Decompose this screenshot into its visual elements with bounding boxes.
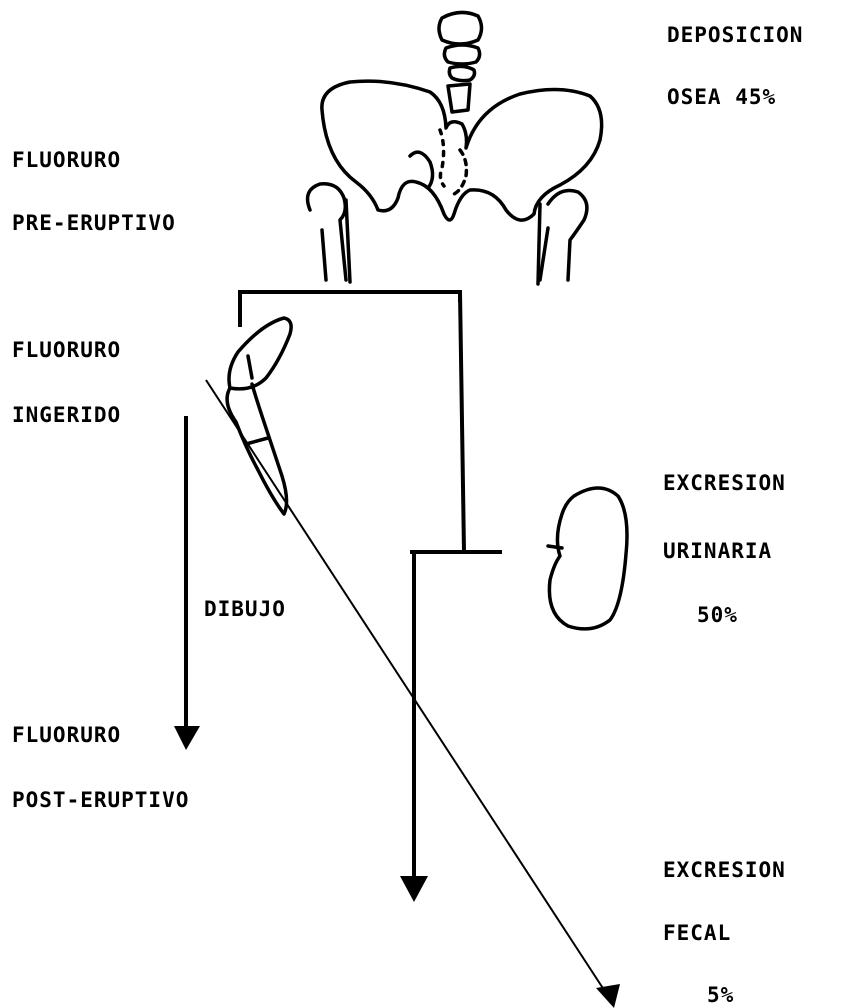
label-deposicion: DEPOSICION (667, 25, 803, 46)
pelvis-inner-right (454, 150, 466, 194)
right-femur (540, 191, 587, 281)
tooth-illustration (227, 318, 291, 514)
diagonal-arrowhead (596, 984, 620, 1008)
vertebra-1 (439, 12, 482, 44)
label-dibujo: DIBUJO (204, 599, 286, 620)
label-fluoruro-pre: FLUORURO (12, 150, 121, 171)
connector-lines (186, 292, 500, 880)
label-ingerido: INGERIDO (12, 405, 121, 426)
sacrum-detail (440, 130, 444, 186)
sacrum-top (448, 84, 470, 112)
fecal-arrowhead (400, 876, 428, 902)
arrowheads (174, 726, 620, 1008)
left-femur (308, 184, 346, 280)
diagonal-line (206, 380, 608, 996)
vertebra-3 (449, 66, 474, 80)
label-fluoruro-post: FLUORURO (12, 725, 121, 746)
label-post-eruptivo: POST-ERUPTIVO (12, 790, 189, 811)
label-fluoruro-ingerido: FLUORURO (12, 340, 121, 361)
post-eruptive-arrowhead (174, 726, 200, 750)
label-excresion-urinaria: EXCRESION (663, 473, 786, 494)
label-fecal: FECAL (663, 923, 731, 944)
label-5-percent: 5% (707, 985, 734, 1006)
vertebra-2 (444, 45, 479, 64)
label-pre-eruptivo: PRE-ERUPTIVO (12, 213, 176, 234)
label-urinaria: URINARIA (663, 541, 772, 562)
label-excresion-fecal: EXCRESION (663, 860, 786, 881)
label-osea-45: OSEA 45% (667, 87, 776, 108)
urinary-branch (460, 292, 464, 552)
bone-bracket (240, 292, 460, 325)
tooth-root (227, 384, 286, 514)
tooth-crown (229, 318, 291, 389)
tooth-root-line (246, 438, 268, 444)
kidney-illustration (548, 488, 627, 629)
tooth-crown-line (248, 356, 252, 378)
pelvis-illustration (308, 12, 602, 284)
label-50-percent: 50% (697, 605, 738, 626)
